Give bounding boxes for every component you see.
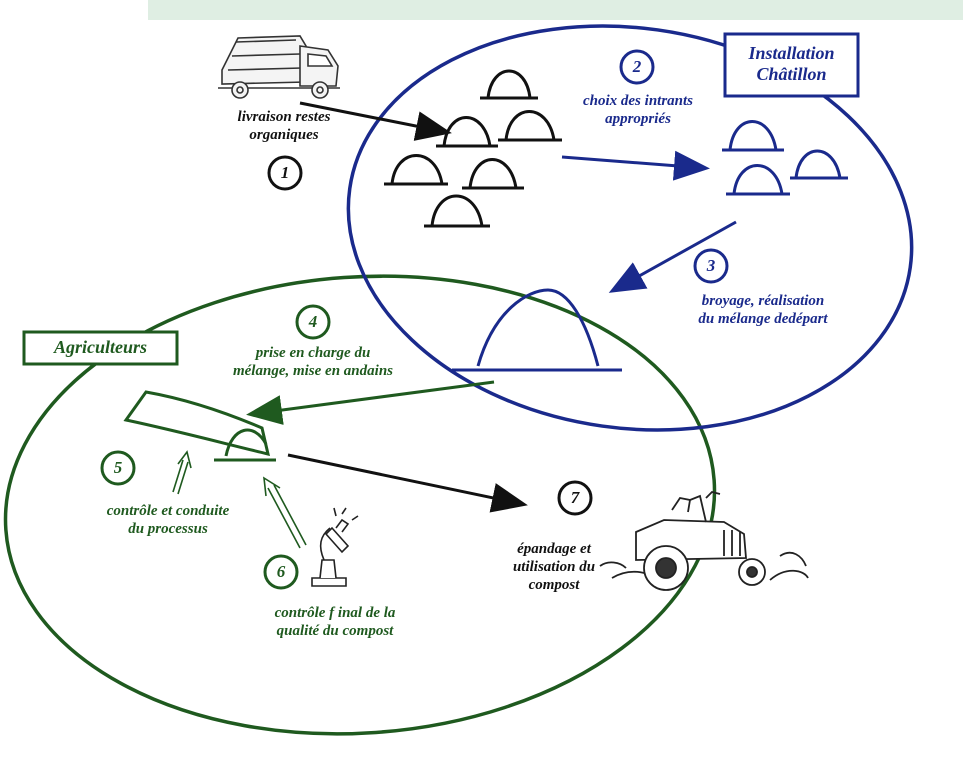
step-6-circle [263, 554, 299, 590]
windrow-icon [123, 390, 276, 462]
microscope-icon [311, 507, 359, 587]
step-5-circle [100, 450, 136, 486]
step-5-text: contrôle et conduite du processus [106, 503, 230, 537]
arrow-grinding [608, 220, 737, 293]
step-1-number: 1 [280, 163, 290, 182]
step-2-number: 2 [632, 57, 642, 76]
top-band [148, 0, 963, 20]
step-7-circle [557, 480, 593, 516]
agriculteurs-zone [3, 274, 717, 736]
arrow-windrow [246, 380, 495, 425]
step-6-text: contrôle f inal de la qualité du compost [274, 605, 396, 639]
arrow-delivery [299, 101, 452, 141]
installation-label-box [723, 32, 860, 98]
step-1-text: livraison restes organiques [237, 109, 331, 143]
arrow-process-control [172, 450, 192, 495]
step-3-circle [693, 248, 729, 284]
agriculteurs-label: Agriculteurs [53, 337, 148, 357]
tractor-icon [599, 491, 809, 591]
arrow-final-control [263, 476, 307, 549]
agriculteurs-label-box [22, 330, 179, 366]
installation-label: Installation Châtillon [748, 43, 835, 84]
mixing-pile-icon [452, 288, 622, 372]
step-4-circle [295, 304, 331, 340]
step-2-circle [619, 49, 655, 85]
step-3-number: 3 [706, 256, 716, 275]
step-7-number: 7 [570, 488, 580, 507]
step-3-text: broyage, réalisation du mélange dedépart [698, 293, 828, 327]
step-2-text: choix des intrants appropriés [582, 93, 694, 127]
step-7-text: épandage et utilisation du compost [512, 541, 596, 593]
compost-pile-icon [384, 69, 562, 228]
step-4-text: prise en charge du mélange, mise en anda… [232, 345, 393, 379]
step-1-circle [267, 155, 303, 191]
arrow-selection [561, 150, 710, 181]
step-6-number: 6 [276, 562, 286, 581]
selected-compost-pile-icon [722, 120, 848, 196]
garbage-truck-icon [218, 35, 340, 99]
installation-zone [346, 24, 914, 432]
step-5-number: 5 [113, 458, 123, 477]
arrow-spreading [287, 453, 528, 513]
step-4-number: 4 [308, 312, 318, 331]
